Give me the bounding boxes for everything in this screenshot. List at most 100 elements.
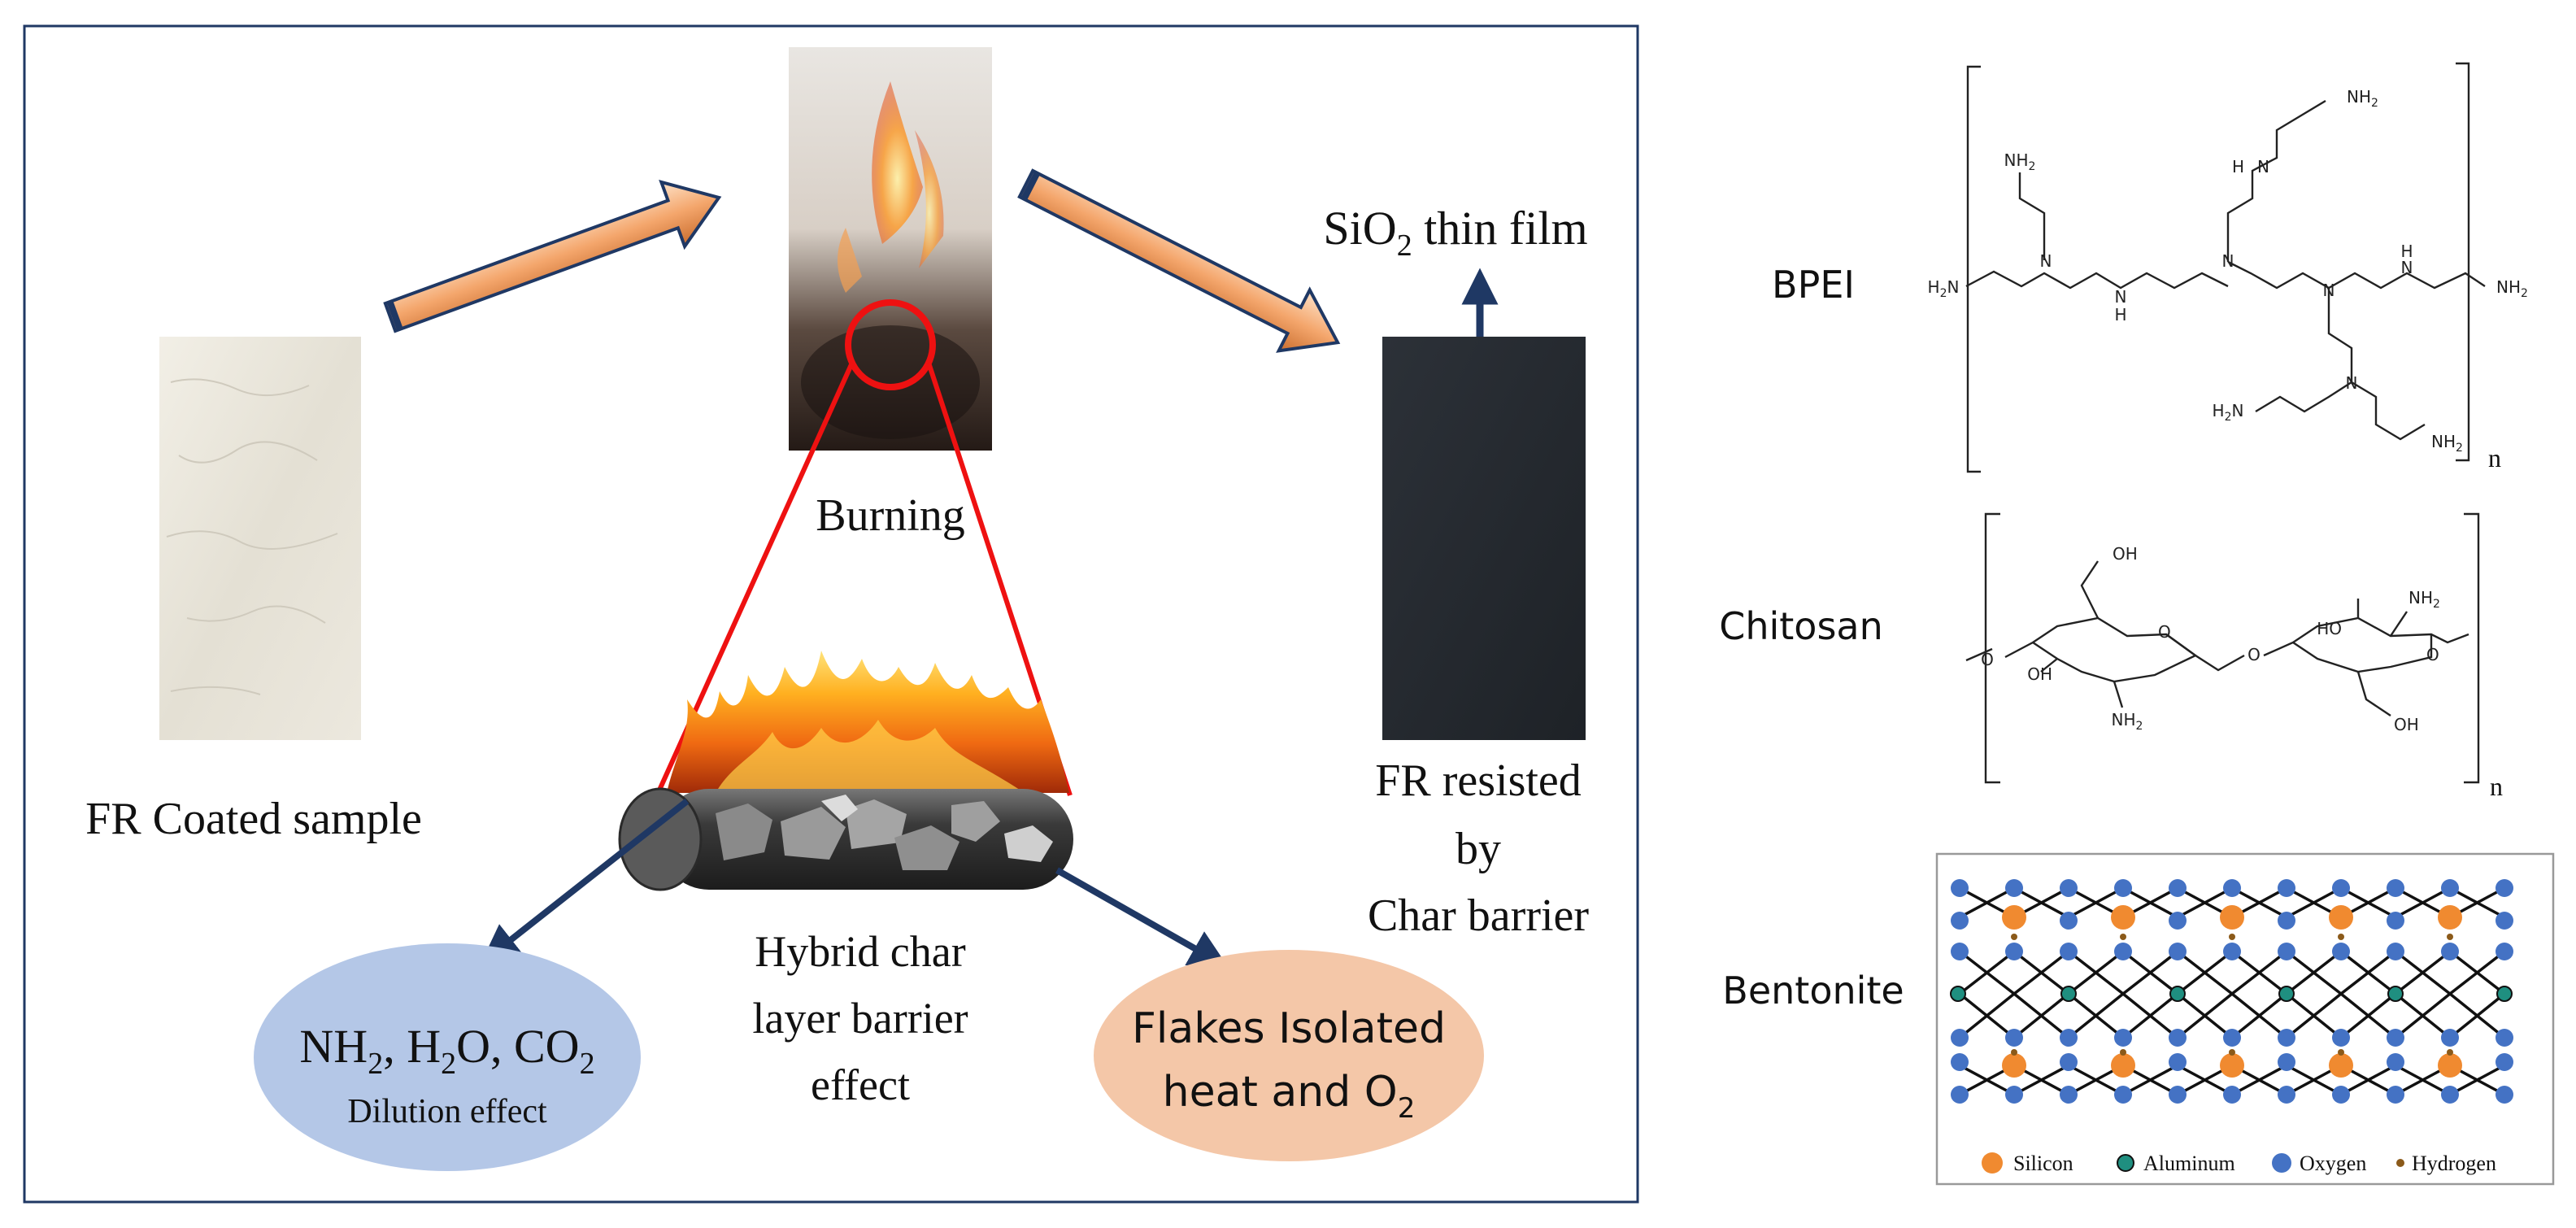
bpei-structure: n NH2 NH2 H N N N H N N H N N H2N NH2 H2… [1928,63,2528,472]
hydrogen-atom [2120,1049,2126,1056]
svg-text:NH2: NH2 [2347,87,2378,110]
hydrogen-atom [2229,934,2235,940]
oxygen-atom [2114,879,2132,897]
bpei-repeat-n: n [2488,443,2501,472]
aluminum-atom [2170,986,2185,1001]
silicon-atom [2002,1053,2026,1078]
oxygen-atom [2169,1086,2187,1104]
oxygen-atom [2496,912,2513,930]
svg-text:H: H [2114,305,2126,324]
svg-text:H2N: H2N [1928,277,1960,300]
legend-aluminum-dot [2117,1155,2134,1171]
svg-text:O: O [2247,645,2261,664]
oxygen-atom [2278,879,2295,897]
silicon-atom [2220,905,2244,930]
legend-silicon-dot [1982,1152,2003,1174]
oxygen-atom [2441,879,2459,897]
oxygen-atom [2332,1086,2350,1104]
oxygen-atom [2005,879,2023,897]
oxygen-atom [2441,1086,2459,1104]
svg-text:N: N [2040,251,2052,271]
oxygen-atom [2441,1029,2459,1047]
oxygen-atom [2223,879,2241,897]
svg-text:OH: OH [2027,664,2052,684]
silicon-atom [2438,905,2462,930]
resisted-label-line1: FR resisted [1375,756,1582,806]
hydrogen-atom [2011,1049,2017,1056]
oxygen-atom [2278,1053,2295,1071]
oxygen-atom [2496,1086,2513,1104]
oxygen-atom [2060,879,2078,897]
dilution-effect-bubble: NH2, H2O, CO2 Dilution effect [254,943,641,1171]
oxygen-atom [2496,943,2513,960]
bentonite-label: Bentonite [1722,969,1904,1012]
legend-silicon: Silicon [2013,1152,2073,1175]
silicon-atom [2111,1053,2135,1078]
oxygen-atom [2496,879,2513,897]
oxygen-atom [2060,943,2078,960]
oxygen-atom [2005,1086,2023,1104]
oxygen-atom [2387,879,2404,897]
oxygen-atom [2060,1086,2078,1104]
svg-text:NH2: NH2 [2496,277,2528,300]
hydrogen-atom [2338,1049,2344,1056]
oxygen-atom [2332,1029,2350,1047]
resisted-fabric-sample [1382,337,1586,740]
oxygen-atom [1951,912,1969,930]
oxygen-atom [2169,943,2187,960]
char-layer-label-line1: Hybrid char [755,927,965,976]
oxygen-atom [2005,1029,2023,1047]
silicon-atom [2220,1053,2244,1078]
oxygen-atom [2114,1086,2132,1104]
legend-oxygen: Oxygen [2300,1152,2366,1175]
oxygen-atom [2278,912,2295,930]
oxygen-atom [2060,1029,2078,1047]
svg-text:N: N [2346,373,2358,393]
oxygen-atom [1951,1029,1969,1047]
hydrogen-atom [2447,1049,2453,1056]
hydrogen-atom [2338,934,2344,940]
aluminum-atom [1951,986,1965,1001]
oxygen-atom [1951,1053,1969,1071]
svg-text:N: N [2222,251,2234,271]
chitosan-repeat-n: n [2490,772,2503,801]
burning-label: Burning [816,490,965,541]
oxygen-atom [2169,879,2187,897]
chitosan-structure: n OH O O OH O NH2 HO NH2 O OH [1966,514,2503,801]
svg-text:N: N [2257,157,2269,176]
hydrogen-atom [2229,1049,2235,1056]
oxygen-atom [2278,1029,2295,1047]
legend-oxygen-dot [2272,1153,2291,1173]
aluminum-atom [2388,986,2403,1001]
legend-hydrogen: Hydrogen [2412,1152,2496,1175]
hydrogen-atom [2011,934,2017,940]
svg-text:N: N [2115,287,2127,307]
svg-text:N: N [2323,281,2335,300]
svg-text:NH2: NH2 [2408,588,2440,611]
sio2-film-label: SiO2 thin film [1323,202,1587,263]
hydrogen-atom [2447,934,2453,940]
chitosan-label: Chitosan [1719,604,1883,648]
oxygen-atom [2332,879,2350,897]
flakes-label-line2: heat and O2 [1163,1068,1416,1125]
aluminum-atom [2279,986,2294,1001]
flakes-isolated-bubble: Flakes Isolated heat and O2 [1094,950,1484,1161]
resisted-label-line3: Char barrier [1368,891,1589,941]
coated-sample-label: FR Coated sample [85,794,422,844]
oxygen-atom [2278,943,2295,960]
hydrogen-atom [2120,934,2126,940]
bpei-label: BPEI [1772,263,1855,307]
silicon-atom [2438,1053,2462,1078]
oxygen-atom [2169,1053,2187,1071]
svg-text:NH2: NH2 [2004,150,2036,173]
oxygen-atom [2060,912,2078,930]
svg-text:H2N: H2N [2213,401,2244,424]
oxygen-atom [2005,943,2023,960]
char-layer-label-line2: layer barrier [752,994,968,1043]
silicon-atom [2329,905,2353,930]
silicon-atom [2329,1053,2353,1078]
char-layer-label-line3: effect [811,1060,910,1109]
aluminum-atom [2497,986,2512,1001]
oxygen-atom [2223,943,2241,960]
oxygen-atom [2223,1086,2241,1104]
